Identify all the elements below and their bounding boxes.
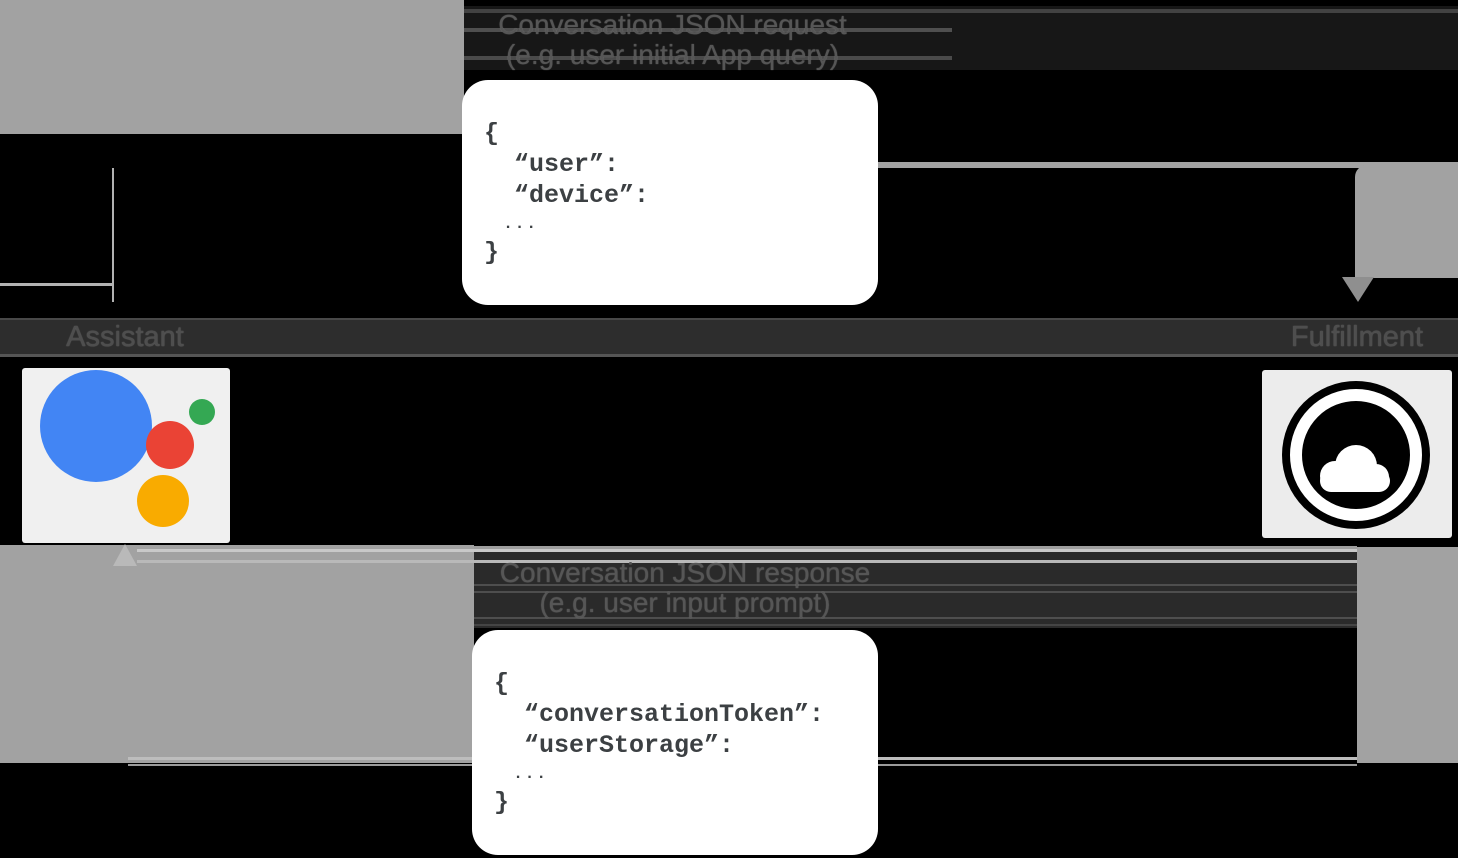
assistant-red-dot — [146, 421, 194, 469]
response-arrow-segment-right — [1357, 547, 1458, 763]
assistant-node-tile — [22, 368, 230, 543]
fulfillment-label: Fulfillment — [1290, 321, 1424, 353]
response-arrow-label: Conversation JSON response (e.g. user in… — [0, 558, 1370, 618]
request-arrow-segment-right — [1355, 165, 1458, 278]
assistant-blue-dot — [40, 370, 152, 482]
fulfillment-node-tile — [1262, 370, 1452, 538]
request-title: Conversation JSON request — [498, 9, 847, 40]
response-subtitle: (e.g. user input prompt) — [539, 587, 831, 618]
response-arrow-shaft-line — [137, 560, 1357, 563]
assistant-label: Assistant — [66, 321, 184, 353]
json-line: ... — [513, 765, 549, 783]
node-band — [0, 318, 1458, 357]
arrow-seam — [0, 283, 112, 286]
json-line: { — [494, 669, 510, 698]
response-arrowhead-icon — [113, 544, 137, 566]
json-line: } — [494, 788, 510, 817]
json-line: } — [484, 238, 500, 267]
request-arrowhead-icon — [1342, 277, 1374, 302]
json-line: { — [484, 119, 500, 148]
response-arrow-segment-left — [0, 545, 474, 763]
json-line: “device”: — [514, 181, 650, 210]
json-line: “userStorage”: — [524, 731, 735, 760]
request-json-card: { “user”: “device”: ... } — [462, 80, 878, 305]
json-line: “conversationToken”: — [524, 700, 825, 729]
response-arrow-shaft-line — [137, 549, 1357, 552]
request-arrow-shaft — [878, 162, 1458, 168]
cloud-icon — [1282, 381, 1430, 529]
json-line: ... — [503, 215, 539, 233]
request-subtitle: (e.g. user initial App query) — [505, 39, 840, 70]
request-arrow-segment-left — [0, 0, 464, 134]
arrow-seam — [112, 168, 114, 302]
json-line: “user”: — [514, 150, 620, 179]
response-title: Conversation JSON response — [499, 557, 871, 588]
response-json-card: { “conversationToken”: “userStorage”: ..… — [472, 630, 878, 855]
request-arrow-label: Conversation JSON request (e.g. user ini… — [0, 10, 1345, 70]
assistant-green-dot — [189, 399, 215, 425]
assistant-yellow-dot — [137, 475, 189, 527]
